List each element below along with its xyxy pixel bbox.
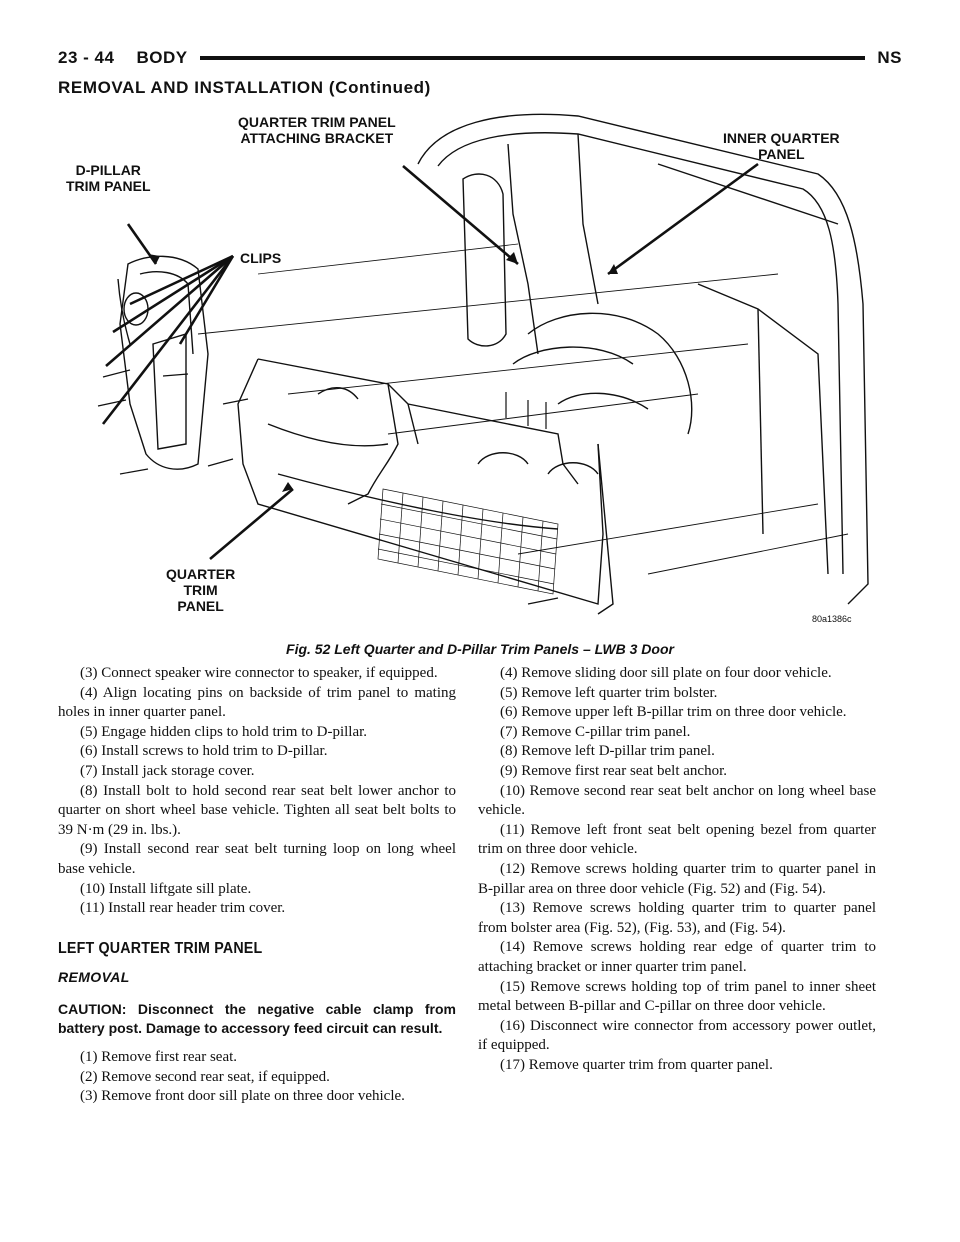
step-paragraph: (2) Remove second rear seat, if equipped… xyxy=(80,1068,330,1085)
step-paragraph: (6) Remove upper left B-pillar trim on t… xyxy=(500,704,847,721)
step-paragraph: (17) Remove quarter trim from quarter pa… xyxy=(500,1056,773,1073)
callout-d-pillar-trim-panel: D-PILLAR TRIM PANEL xyxy=(66,162,151,194)
step-paragraph: (6) Install screws to hold trim to D-pil… xyxy=(80,743,328,760)
step-paragraph: (9) Remove first rear seat belt anchor. xyxy=(500,762,727,779)
step-paragraph: (3) Connect speaker wire connector to sp… xyxy=(80,665,438,681)
step-paragraph: (5) Engage hidden clips to hold trim to … xyxy=(80,723,368,740)
model-code: NS xyxy=(877,48,902,67)
callout-quarter-trim-panel: QUARTER TRIM PANEL xyxy=(166,566,236,614)
step-paragraph: (12) Remove screws holding quarter trim … xyxy=(478,860,876,897)
callout-quarter-trim-panel-attaching-bracket: QUARTER TRIM PANEL ATTACHING BRACKET xyxy=(238,114,396,146)
step-paragraph: (8) Remove left D-pillar trim panel. xyxy=(500,743,715,760)
step-paragraph: (3) Remove front door sill plate on thre… xyxy=(80,1088,405,1105)
step-paragraph: (7) Install jack storage cover. xyxy=(80,762,255,779)
callout-clips: CLIPS xyxy=(240,250,282,266)
step-paragraph: (4) Align locating pins on backside of t… xyxy=(58,684,456,721)
section-heading: LEFT QUARTER TRIM PANEL xyxy=(58,939,263,957)
step-paragraph: (16) Disconnect wire connector from acce… xyxy=(478,1017,876,1054)
step-paragraph: (13) Remove screws holding quarter trim … xyxy=(478,900,876,936)
subheading-removal: REMOVAL xyxy=(58,969,130,986)
step-paragraph: (5) Remove left quarter trim bolster. xyxy=(500,684,718,701)
step-paragraph: (10) Install liftgate sill plate. xyxy=(80,880,252,897)
header-rule xyxy=(199,56,866,60)
step-paragraph: (4) Remove sliding door sill plate on fo… xyxy=(500,665,832,681)
step-paragraph: (10) Remove second rear seat belt anchor… xyxy=(478,782,876,819)
figure-caption: Fig. 52 Left Quarter and D-Pillar Trim P… xyxy=(286,641,674,657)
figure-id: 80a1386c xyxy=(812,614,852,624)
page-number: 23 - 44 xyxy=(58,48,115,67)
step-paragraph: (7) Remove C-pillar trim panel. xyxy=(500,723,691,740)
left-column: (3) Connect speaker wire connector to sp… xyxy=(58,664,456,1107)
caution-note: CAUTION: Disconnect the negative cable c… xyxy=(58,1000,456,1036)
step-paragraph: (9) Install second rear seat belt turnin… xyxy=(58,841,456,877)
step-paragraph: (1) Remove first rear seat. xyxy=(80,1048,238,1065)
continued-title: REMOVAL AND INSTALLATION (Continued) xyxy=(58,78,431,97)
step-paragraph: (14) Remove screws holding rear edge of … xyxy=(478,939,876,975)
step-paragraph: (11) Install rear header trim cover. xyxy=(80,900,286,917)
page-header: 23 - 44 BODY NS xyxy=(58,44,902,72)
callout-inner-quarter-panel: INNER QUARTER PANEL xyxy=(723,130,840,162)
right-column: (4) Remove sliding door sill plate on fo… xyxy=(478,664,876,1075)
step-paragraph: (8) Install bolt to hold second rear sea… xyxy=(58,782,456,838)
figure-illustration: D-PILLAR TRIM PANEL QUARTER TRIM PANEL A… xyxy=(58,104,902,644)
step-paragraph: (15) Remove screws holding top of trim p… xyxy=(478,978,876,1015)
trim-panel-drawing xyxy=(97,113,869,615)
step-paragraph: (11) Remove left front seat belt opening… xyxy=(478,821,876,858)
section-title: BODY xyxy=(136,48,188,67)
